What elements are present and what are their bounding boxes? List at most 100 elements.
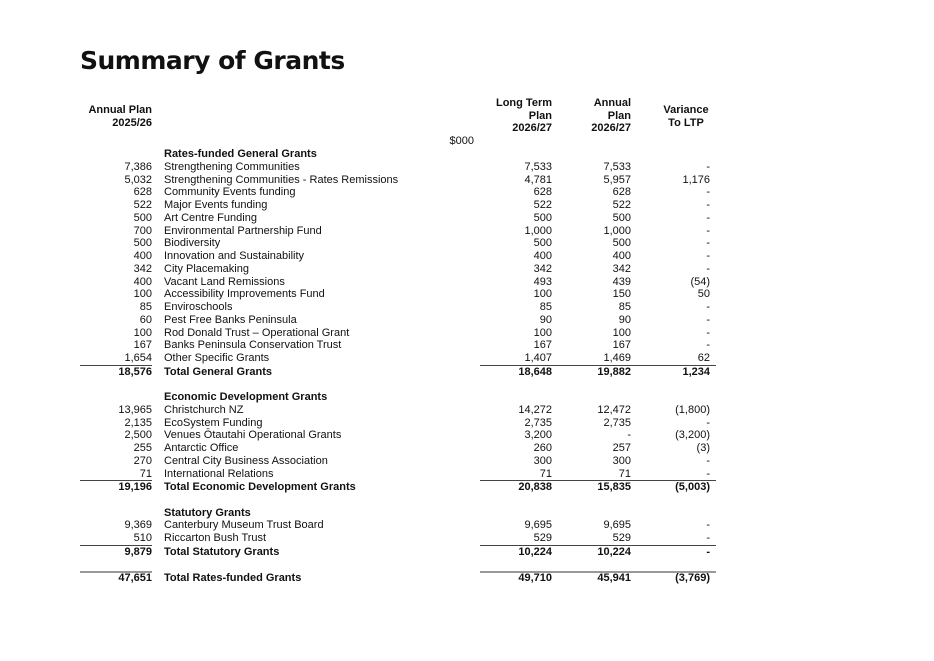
variance-value: 1,234 (682, 365, 710, 378)
annual-plan-2025-26-value: 510 (133, 532, 152, 544)
variance-value: - (706, 199, 710, 211)
annual-plan-2025-26-value: 9,879 (124, 545, 152, 558)
long-term-plan-value: 4,781 (524, 173, 552, 186)
annual-plan-2025-26-value: 628 (133, 186, 152, 199)
annual-plan-2025-26-value: 270 (133, 454, 152, 467)
grant-label: EcoSystem Funding (164, 416, 263, 429)
long-term-plan-value: 49,710 (518, 572, 552, 584)
total-rule (80, 571, 152, 573)
header-line: 2026/27 (591, 122, 631, 134)
annual-plan-value: 500 (612, 237, 631, 250)
grant-label: Community Events funding (164, 186, 296, 199)
annual-plan-value: 90 (618, 313, 631, 326)
variance-value: (1,800) (675, 403, 710, 416)
spacer (0, 378, 934, 391)
long-term-plan-value: 1,407 (524, 352, 552, 364)
annual-plan-value: 19,882 (597, 365, 631, 378)
grant-label: Rod Donald Trust – Operational Grant (164, 326, 350, 339)
grant-label: Total Statutory Grants (164, 545, 280, 558)
variance-value: - (706, 545, 710, 558)
grant-label: Strengthening Communities - Rates Remiss… (164, 173, 399, 186)
variance-value: (3) (696, 442, 710, 454)
table-row: 5,032 Strengthening Communities - Rates R… (0, 174, 934, 187)
grant-label: Christchurch NZ (164, 403, 244, 416)
annual-plan-value: 85 (618, 301, 631, 313)
annual-plan-value: 1,469 (603, 352, 631, 364)
annual-plan-2025-26-value: 71 (139, 467, 152, 480)
grant-label: Other Specific Grants (164, 352, 270, 364)
header-line: Annual Plan (88, 104, 152, 116)
long-term-plan-value: 7,533 (524, 160, 552, 173)
unit-label: $000 (449, 135, 474, 147)
variance-value: - (706, 339, 710, 352)
variance-value: - (706, 301, 710, 313)
grant-label: Banks Peninsula Conservation Trust (164, 339, 342, 352)
header-line: To LTP (668, 116, 704, 129)
variance-value: (5,003) (675, 481, 710, 494)
annual-plan-value: 5,957 (603, 173, 631, 186)
header-variance: Variance To LTP (650, 104, 722, 129)
grant-label: Art Centre Funding (164, 211, 257, 224)
annual-plan-value: 12,472 (597, 403, 631, 416)
annual-plan-2025-26-value: 2,500 (124, 429, 152, 442)
table-row: 628 Community Events funding 628 628 - (0, 186, 934, 199)
header-annual-plan-2025-26: Annual Plan 2025/26 (80, 104, 152, 129)
variance-value: - (706, 237, 710, 250)
annual-plan-2025-26-value: 60 (139, 313, 152, 326)
annual-plan-2025-26-value: 522 (133, 199, 152, 211)
long-term-plan-value: 400 (533, 250, 552, 262)
long-term-plan-value: 529 (533, 532, 552, 544)
long-term-plan-value: 300 (533, 454, 552, 467)
long-term-plan-value: 2,735 (524, 416, 552, 429)
long-term-plan-value: 85 (539, 301, 552, 313)
section-heading-text: Rates-funded General Grants (164, 148, 317, 160)
annual-plan-value: 167 (612, 339, 631, 352)
annual-plan-2025-26-value: 255 (133, 442, 152, 454)
variance-value: - (706, 211, 710, 224)
annual-plan-value: 150 (612, 288, 631, 301)
grant-label: Environmental Partnership Fund (164, 224, 322, 237)
annual-plan-2025-26-value: 18,576 (118, 365, 152, 378)
grant-label: City Placemaking (164, 262, 249, 275)
spacer (0, 494, 934, 507)
header-line: Variance (663, 104, 709, 116)
annual-plan-value: 628 (612, 186, 631, 199)
header-line: Long Term (495, 97, 552, 109)
long-term-plan-value: 628 (533, 186, 552, 199)
annual-plan-value: 1,000 (603, 224, 631, 237)
annual-plan-value: 500 (612, 211, 631, 224)
annual-plan-2025-26-value: 100 (133, 326, 152, 339)
long-term-plan-value: 90 (539, 313, 552, 326)
annual-plan-value: 529 (612, 532, 631, 544)
annual-plan-2025-26-value: 2,135 (124, 416, 152, 429)
long-term-plan-value: 3,200 (524, 429, 552, 442)
annual-plan-value: 342 (612, 262, 631, 275)
annual-plan-2025-26-value: 100 (133, 288, 152, 301)
variance-value: 1,176 (682, 173, 710, 186)
grant-label: Vacant Land Remissions (164, 275, 285, 288)
annual-plan-value: 45,941 (597, 572, 631, 584)
annual-plan-2025-26-value: 500 (133, 211, 152, 224)
long-term-plan-value: 10,224 (518, 545, 552, 558)
grant-label: Total Economic Development Grants (164, 481, 356, 494)
grant-label: Antarctic Office (164, 442, 239, 454)
header-line: Annual (593, 97, 631, 109)
variance-value: - (706, 313, 710, 326)
annual-plan-2025-26-value: 5,032 (124, 173, 152, 186)
long-term-plan-value: 100 (533, 288, 552, 301)
annual-plan-2025-26-value: 1,654 (124, 352, 152, 364)
variance-value: - (706, 186, 710, 199)
annual-plan-value: 2,735 (603, 416, 631, 429)
